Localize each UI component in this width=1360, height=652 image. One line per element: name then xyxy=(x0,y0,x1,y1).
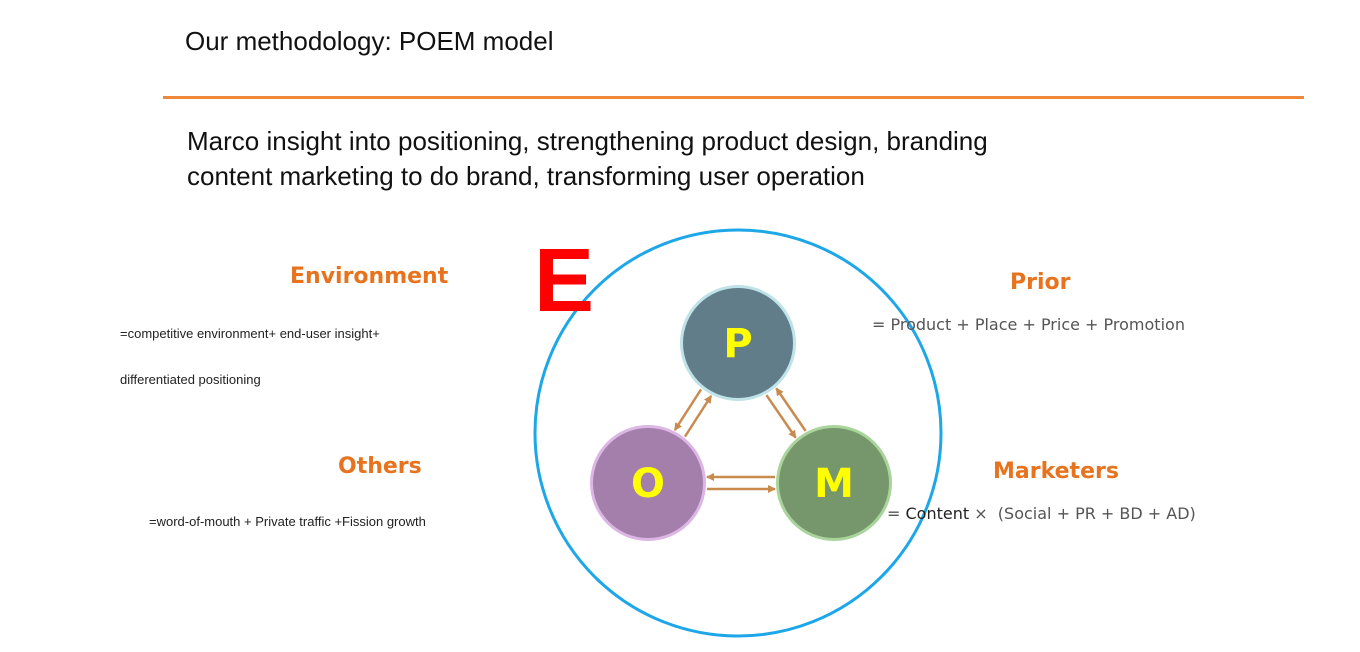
marketers-heading: Marketers xyxy=(993,459,1119,484)
formula-rest: × (Social + PR + BD + AD) xyxy=(969,504,1196,523)
formula-content: Content xyxy=(905,504,970,523)
prior-heading: Prior xyxy=(1010,270,1071,295)
title-divider xyxy=(163,96,1304,99)
node-p: P xyxy=(680,285,796,401)
node-o: O xyxy=(590,425,706,541)
prior-desc-line: = Product + Place + Price + Promotion xyxy=(872,315,1185,334)
subtitle-line: content marketing to do brand, transform… xyxy=(187,161,865,191)
slide-subtitle: Marco insight into positioning, strength… xyxy=(187,124,988,194)
marketers-formula: = Content × (Social + PR + BD + AD) xyxy=(887,504,1196,523)
others-heading: Others xyxy=(338,454,422,479)
node-label: P xyxy=(723,321,752,367)
node-circle xyxy=(683,288,793,398)
environment-circle xyxy=(533,228,943,638)
environment-e-label: E xyxy=(534,231,595,331)
others-desc-line: =word-of-mouth + Private traffic +Fissio… xyxy=(149,514,426,529)
node-label: O xyxy=(631,461,665,507)
node-circle xyxy=(593,428,703,538)
subtitle-line: Marco insight into positioning, strength… xyxy=(187,126,988,156)
arrow-p-to-o xyxy=(673,388,703,431)
node-label: M xyxy=(814,461,854,507)
slide-title: Our methodology: POEM model xyxy=(185,26,554,56)
environment-desc-line: differentiated positioning xyxy=(120,372,261,387)
formula-prefix: = xyxy=(887,504,906,523)
arrow-o-to-p xyxy=(683,395,713,438)
node-m: M xyxy=(776,425,892,541)
environment-desc-line: =competitive environment+ end-user insig… xyxy=(120,326,380,341)
environment-heading: Environment xyxy=(290,264,449,289)
node-circle xyxy=(779,428,889,538)
arrow-p-to-m xyxy=(765,394,797,439)
arrow-m-to-p xyxy=(775,387,807,432)
